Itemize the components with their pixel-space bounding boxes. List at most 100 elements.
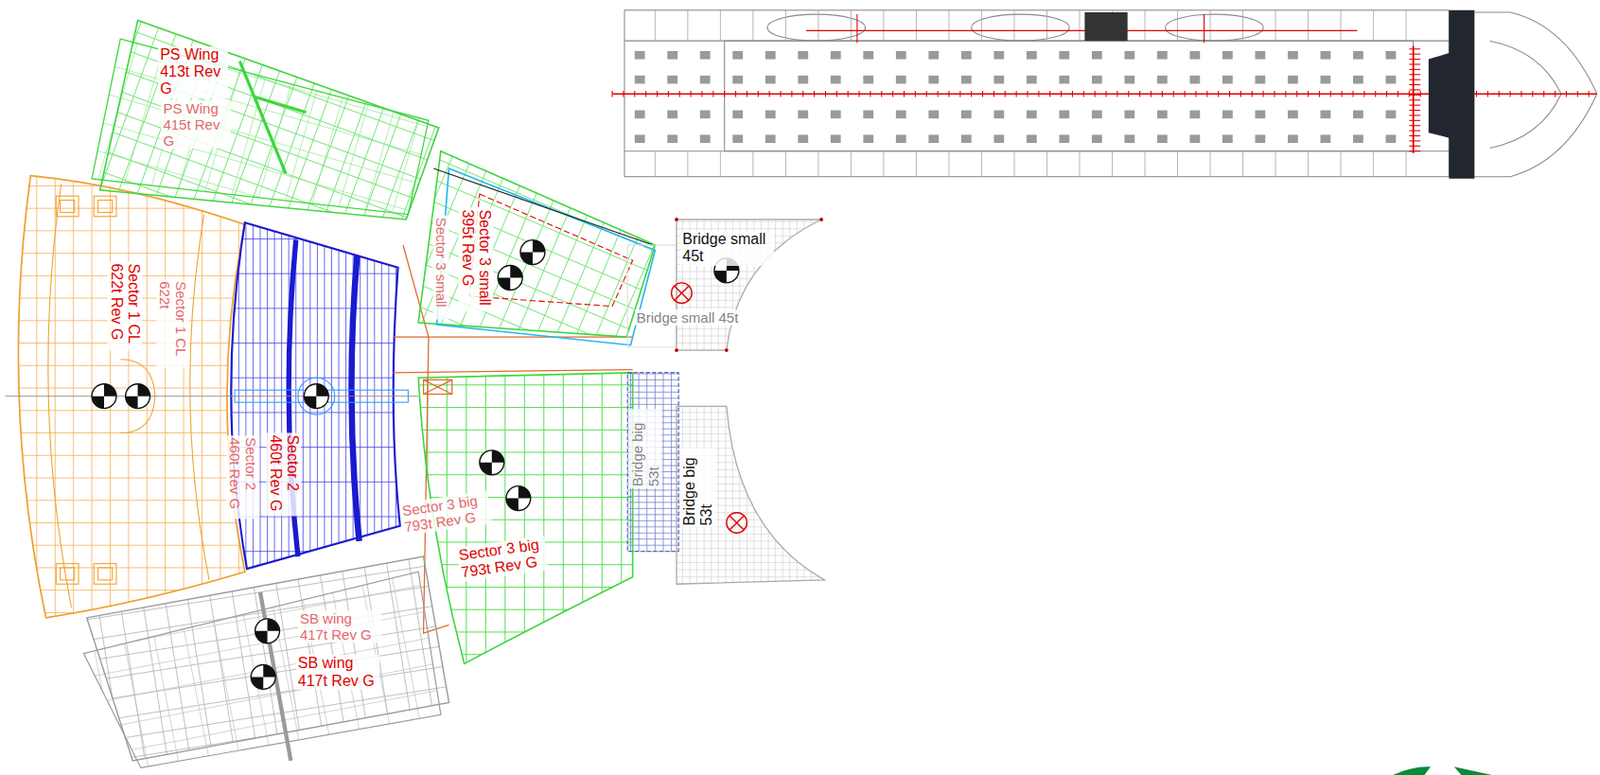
drawing-line [1094,90,1096,97]
drawing-line [0,252,265,254]
drawing-line [64,540,109,775]
drawing-line [937,90,939,97]
drawing-line [367,204,369,582]
drawing-line [813,90,815,97]
drawing-rect [830,51,842,60]
drawing-line [131,529,176,775]
drawing-path [255,631,268,644]
drawing-line [627,501,679,503]
drawing-rect [60,199,75,212]
drawing-line [915,10,917,41]
drawing-line [668,547,827,549]
drawing-polygon [469,193,633,307]
drawing-line [12,160,435,315]
drawing-path [351,255,359,542]
drawing-rect [1386,75,1397,85]
drawing-g [20,476,510,775]
drawing-g [668,398,827,593]
drawing-line [1363,90,1365,97]
drawing-path [250,676,264,689]
drawing-rect [1026,110,1038,120]
drawing-line [817,151,819,177]
drawing-rect [928,51,939,60]
drawing-line [1296,90,1298,97]
drawing-line [0,0,101,238]
previous-revision-label: Bridge big 53t [628,408,662,489]
drawing-line [224,550,408,552]
drawing-line [1341,90,1343,97]
drawing-rect [1189,110,1200,120]
drawing-line [245,204,247,582]
drawing-rect [1353,110,1364,120]
drawing-line [1206,90,1208,97]
block-label: Sector 1 CL 622t Rev G [106,261,142,351]
previous-revision-label: Sector 3 small [432,215,449,320]
drawing-line [810,398,812,593]
hull-block: Sector 1 CL 622t Rev G Sector 1 CL 622t [8,171,248,621]
drawing-g [14,470,510,775]
drawing-rect [896,51,907,60]
drawing-rect [1124,134,1135,143]
drawing-line [718,398,720,593]
drawing-rect [700,134,711,143]
previous-revision-label: Sector 1 CL 622t [157,280,191,370]
hull-block: SB wing 417t Rev GSB wing 417t Rev G [81,550,451,770]
drawing-g [0,163,265,633]
drawing-rect [1222,110,1233,120]
drawing-rect [1353,75,1364,85]
drawing-line [1408,88,1421,90]
drawing-line [810,214,812,358]
drawing-line [1408,145,1421,147]
hull-block: Sector 3 big 793t Rev GSector 3 big 793t… [395,369,635,668]
drawing-line [1340,10,1342,41]
drawing-line [92,0,525,36]
drawing-path [497,278,510,291]
drawing-line [668,398,669,593]
drawing-line [903,90,905,97]
drawing-line [774,398,776,593]
drawing-line [1242,151,1244,177]
drawing-line [35,578,480,649]
drawing-line [543,362,545,674]
drawing-line [1408,135,1421,137]
drawing-rect [1124,51,1135,60]
drawing-line [668,342,827,344]
drawing-line [338,204,340,582]
drawing-rect [862,75,874,85]
drawing-line [738,398,740,593]
drawing-line [859,90,861,97]
drawing-line [65,759,510,775]
drawing-line [163,527,219,775]
drawing-rect [1058,51,1070,60]
drawing-line [1420,90,1422,97]
drawing-rect [1222,51,1233,60]
drawing-rect [667,110,678,120]
drawing-rect [634,51,646,60]
drawing-rect [928,110,939,120]
drawing-line [524,362,526,674]
drawing-line [1284,90,1286,97]
drawing-rect [1254,110,1266,120]
drawing-rect [1386,51,1397,60]
drawing-line [668,576,827,578]
drawing-rect [896,75,907,85]
drawing-circle [125,384,151,409]
drawing-circle [506,486,531,511]
drawing-line [668,562,827,563]
drawing-line [645,90,647,97]
drawing-rect [1058,110,1070,120]
drawing-rect [1026,75,1038,85]
drawing-rect [1026,134,1038,143]
drawing-line [1408,79,1421,81]
drawing-line [24,0,126,245]
drawing-line [1105,90,1107,97]
drawing-path [520,252,533,265]
drawing-line [1111,151,1113,177]
drawing-g [20,476,510,775]
drawing-path [17,175,245,618]
drawing-rect [765,134,776,143]
drawing-rect [765,110,776,120]
drawing-ellipse [1165,14,1265,41]
drawing-line [30,537,475,608]
drawing-line [836,90,838,97]
